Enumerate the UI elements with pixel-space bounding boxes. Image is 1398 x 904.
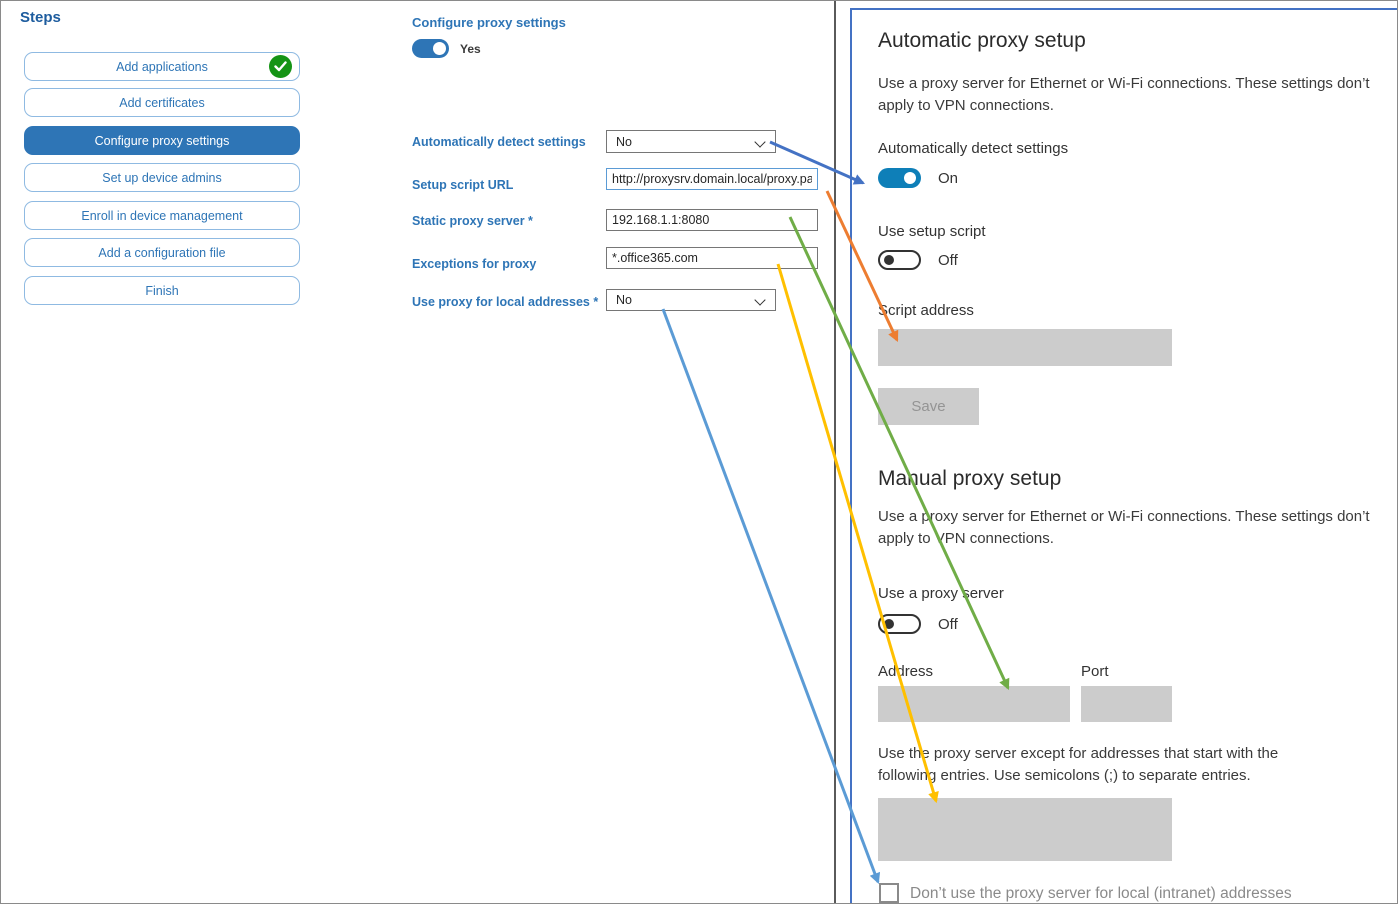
auto-detect-select[interactable]: No: [606, 130, 776, 153]
script-address-label: Script address: [878, 302, 974, 319]
auto-detect-toggle-state: On: [938, 170, 959, 187]
step-label: Set up device admins: [102, 170, 222, 185]
use-a-proxy-server-toggle-state: Off: [938, 616, 958, 633]
chevron-down-icon: [754, 294, 766, 306]
step-set-up-device-admins[interactable]: Set up device admins: [24, 163, 300, 192]
proxy-address-input[interactable]: [878, 686, 1070, 722]
auto-detect-settings-label: Automatically detect settings: [878, 140, 1069, 157]
setup-script-url-input[interactable]: [606, 168, 818, 190]
use-setup-script-toggle[interactable]: [878, 250, 921, 270]
automatic-proxy-setup-heading: Automatic proxy setup: [878, 29, 1086, 52]
step-add-applications[interactable]: Add applications: [24, 52, 300, 81]
step-label: Configure proxy settings: [94, 133, 230, 148]
toggle-knob: [904, 172, 916, 184]
bypass-local-checkbox-label: Don’t use the proxy server for local (in…: [910, 885, 1292, 902]
step-add-a-configuration-file[interactable]: Add a configuration file: [24, 238, 300, 267]
bypass-local-checkbox[interactable]: [879, 883, 899, 903]
step-enroll-in-device-management[interactable]: Enroll in device management: [24, 201, 300, 230]
step-label: Add a configuration file: [98, 245, 226, 260]
use-proxy-local-label: Use proxy for local addresses *: [412, 295, 599, 309]
script-address-input[interactable]: [878, 329, 1172, 366]
completed-check-icon: [269, 55, 292, 78]
exceptions-for-proxy-label: Exceptions for proxy: [412, 257, 537, 271]
proxy-exceptions-description: Use the proxy server except for addresse…: [878, 745, 1279, 784]
selected-value: No: [616, 134, 632, 149]
static-proxy-server-input[interactable]: [606, 209, 818, 231]
steps-heading: Steps: [20, 9, 61, 26]
chevron-down-icon: [754, 136, 766, 148]
toggle-knob: [884, 255, 894, 265]
auto-detect-label: Automatically detect settings: [412, 135, 586, 149]
manual-proxy-setup-heading: Manual proxy setup: [878, 467, 1062, 490]
use-a-proxy-server-toggle[interactable]: [878, 614, 921, 634]
save-button[interactable]: Save: [878, 388, 979, 425]
use-a-proxy-server-label: Use a proxy server: [878, 585, 1004, 602]
step-label: Add applications: [116, 59, 208, 74]
configure-proxy-toggle-state: Yes: [460, 42, 481, 56]
step-label: Enroll in device management: [81, 208, 243, 223]
form-title: Configure proxy settings: [412, 15, 566, 30]
local-addresses-mapping-arrow: [661, 308, 881, 885]
use-proxy-local-select[interactable]: No: [606, 289, 776, 311]
address-label: Address: [878, 663, 934, 680]
vertical-divider: [834, 1, 836, 903]
toggle-knob: [433, 42, 446, 55]
use-setup-script-label: Use setup script: [878, 223, 986, 240]
use-setup-script-toggle-state: Off: [938, 252, 958, 269]
configure-proxy-toggle[interactable]: [412, 39, 449, 58]
step-add-certificates[interactable]: Add certificates: [24, 88, 300, 117]
static-proxy-server-label: Static proxy server *: [412, 214, 533, 228]
step-label: Finish: [145, 283, 179, 298]
automatic-proxy-description: Use a proxy server for Ethernet or Wi-Fi…: [878, 75, 1370, 114]
auto-detect-settings-toggle[interactable]: [878, 168, 921, 188]
manual-proxy-description: Use a proxy server for Ethernet or Wi-Fi…: [878, 508, 1370, 547]
exceptions-for-proxy-input[interactable]: [606, 247, 818, 269]
proxy-exceptions-textarea[interactable]: [878, 798, 1172, 861]
port-label: Port: [1081, 663, 1109, 680]
setup-script-url-label: Setup script URL: [412, 178, 514, 192]
proxy-port-input[interactable]: [1081, 686, 1172, 722]
step-label: Add certificates: [119, 95, 205, 110]
step-finish[interactable]: Finish: [24, 276, 300, 305]
toggle-knob: [884, 619, 894, 629]
selected-value: No: [616, 293, 632, 307]
windows-proxy-settings-panel: Automatic proxy setup Use a proxy server…: [850, 8, 1397, 903]
step-configure-proxy-settings[interactable]: Configure proxy settings: [24, 126, 300, 155]
